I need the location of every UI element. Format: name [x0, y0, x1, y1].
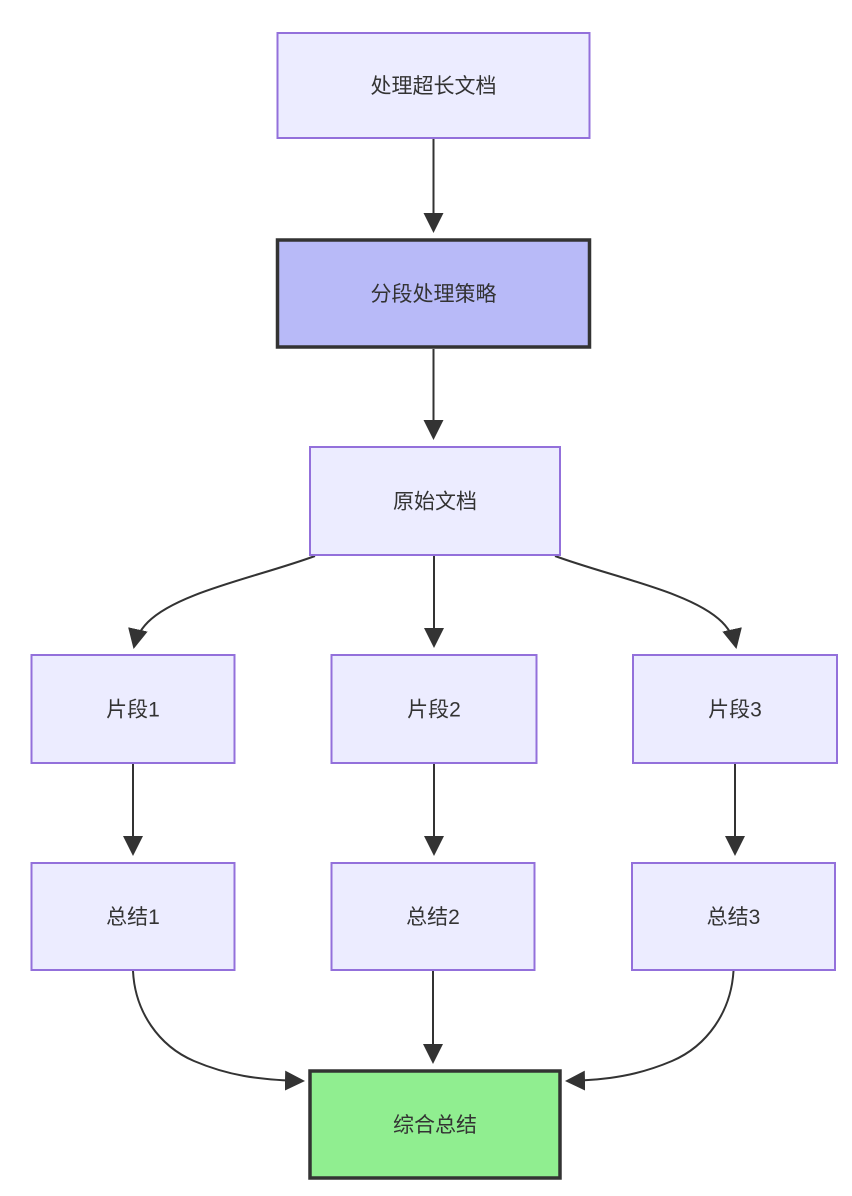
- node-handle-long-document: 处理超长文档: [276, 32, 591, 139]
- node-summary-3-label: 总结3: [707, 906, 761, 929]
- node-combined-summary-label: 综合总结: [393, 1114, 477, 1137]
- node-handle-long-document-label: 处理超长文档: [371, 75, 497, 98]
- node-segmentation-strategy-box: [275, 238, 592, 349]
- node-fragment-3: 片段3: [632, 654, 838, 764]
- node-fragment-2: 片段2: [330, 654, 538, 764]
- node-fragment-2-label: 片段2: [407, 699, 461, 722]
- node-fragment-3-box: [632, 654, 838, 764]
- node-original-document: 原始文档: [309, 446, 561, 556]
- edge-summary-1-to-combined-summary: [132, 970, 305, 1091]
- node-summary-1-box: [30, 862, 236, 971]
- node-summary-2: 总结2: [330, 862, 536, 971]
- node-summary-2-box: [330, 862, 536, 971]
- node-segmentation-strategy-label: 分段处理策略: [371, 283, 497, 306]
- node-fragment-1: 片段1: [30, 654, 236, 764]
- node-summary-1: 总结1: [30, 862, 236, 971]
- node-summary-3-box: [631, 862, 836, 971]
- node-original-document-label: 原始文档: [393, 491, 477, 514]
- node-summary-1-label: 总结1: [106, 906, 160, 929]
- node-handle-long-document-box: [276, 32, 591, 139]
- node-fragment-3-label: 片段3: [708, 699, 762, 722]
- node-combined-summary-box: [308, 1069, 562, 1180]
- node-fragment-1-label: 片段1: [106, 699, 160, 722]
- node-combined-summary: 综合总结: [308, 1069, 562, 1180]
- node-fragment-1-box: [30, 654, 236, 764]
- edge-layer: [123, 139, 745, 1091]
- node-original-document-box: [309, 446, 561, 556]
- edge-original-document-to-fragment-3: [554, 555, 742, 649]
- node-fragment-2-box: [330, 654, 538, 764]
- edge-summary-3-to-combined-summary: [565, 970, 735, 1091]
- node-segmentation-strategy: 分段处理策略: [275, 238, 592, 349]
- edge-original-document-to-fragment-1: [128, 555, 316, 649]
- node-summary-3: 总结3: [631, 862, 836, 971]
- node-summary-2-label: 总结2: [406, 906, 460, 929]
